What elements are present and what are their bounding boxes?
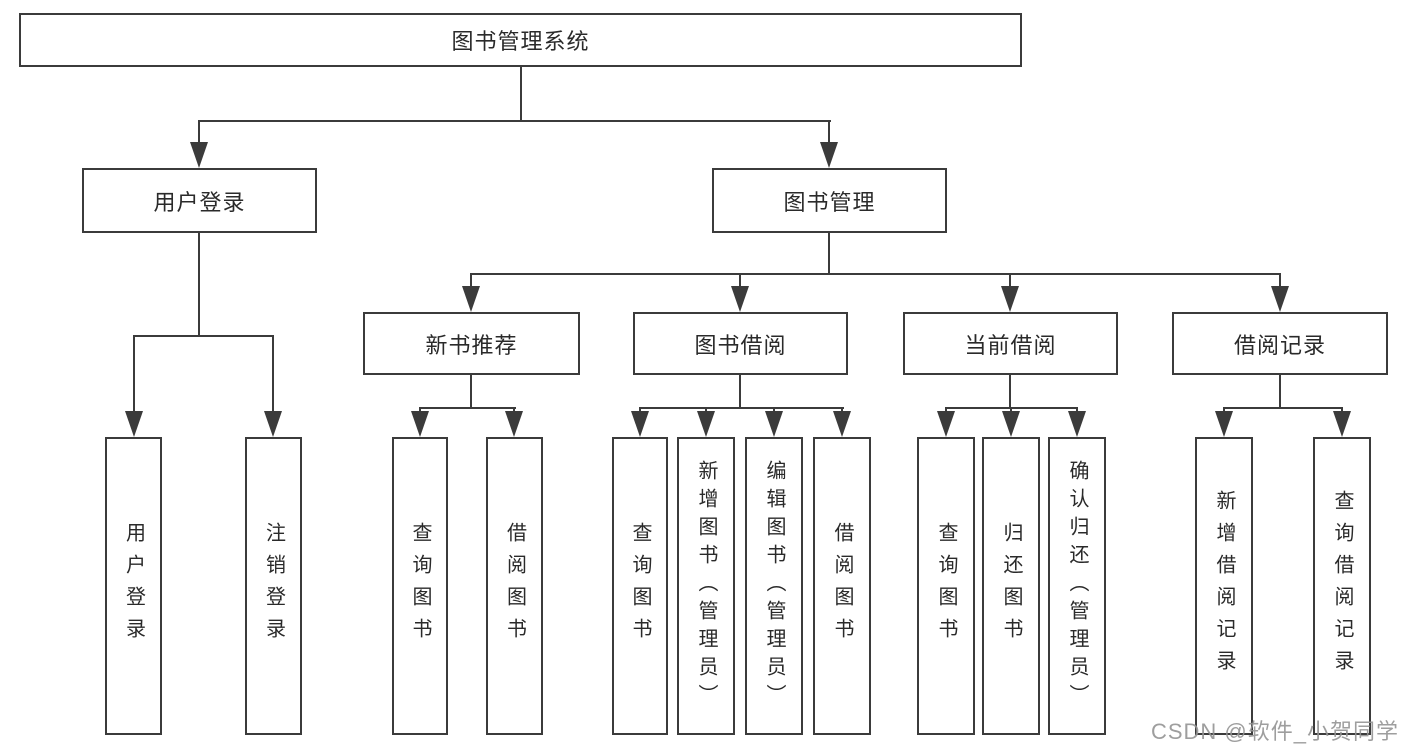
node-book-borrow: 图书借阅 [633,312,848,375]
arrowhead-to-borrow-books-2 [833,411,851,437]
connector-user-login-drop-right [272,335,274,413]
connector-drop-new-book [470,273,472,290]
arrowhead-to-logout-action [264,411,282,437]
node-user-login: 用户登录 [82,168,317,233]
arrowhead-to-edit-books [765,411,783,437]
connector-drop-book-borrow [739,273,741,290]
node-current-borrow: 当前借阅 [903,312,1118,375]
leaf-return-books: 归还图书 [982,437,1040,735]
arrowhead-to-add-borrow-record [1215,411,1233,437]
leaf-confirm-return-admin: 确认归还（管理员） [1048,437,1106,735]
arrowhead-to-confirm-return [1068,411,1086,437]
connector-root-drop-right [828,120,830,146]
arrowhead-to-query-books-3 [937,411,955,437]
arrowhead-to-book-borrow [731,286,749,312]
connector-user-login-drop-left [133,335,135,413]
leaf-query-books-current: 查询图书 [917,437,975,735]
arrowhead-to-new-book-recommend [462,286,480,312]
arrowhead-to-user-login [190,142,208,168]
arrowhead-to-return-books [1002,411,1020,437]
leaf-add-borrow-record: 新增借阅记录 [1195,437,1253,735]
arrowhead-to-query-borrow-record [1333,411,1351,437]
connector-root-drop-left [198,120,200,146]
connector-book-mgmt-crossbar [470,273,1281,275]
connector-drop-borrow-records [1279,273,1281,290]
arrowhead-to-login-action [125,411,143,437]
connector-new-book-crossbar [419,407,516,409]
arrowhead-to-borrow-books-1 [505,411,523,437]
connector-borrow-records-stem [1279,375,1281,409]
arrowhead-to-borrow-records [1271,286,1289,312]
arrowhead-to-query-books-2 [631,411,649,437]
leaf-borrow-books-recommend: 借阅图书 [486,437,543,735]
leaf-query-borrow-record: 查询借阅记录 [1313,437,1371,735]
leaf-borrow-books-action: 借阅图书 [813,437,871,735]
leaf-edit-books-admin: 编辑图书（管理员） [745,437,803,735]
connector-book-mgmt-stem [828,233,830,273]
arrowhead-to-book-management [820,142,838,168]
node-new-book-recommend: 新书推荐 [363,312,580,375]
leaf-add-books-admin: 新增图书（管理员） [677,437,735,735]
leaf-user-login-action: 用户登录 [105,437,162,735]
connector-drop-current-borrow [1009,273,1011,290]
connector-user-login-crossbar [133,335,274,337]
connector-user-login-stem [198,233,200,335]
node-borrow-records: 借阅记录 [1172,312,1388,375]
leaf-logout-action: 注销登录 [245,437,302,735]
connector-new-book-stem [470,375,472,409]
leaf-query-books-borrow: 查询图书 [612,437,668,735]
connector-book-borrow-stem [739,375,741,409]
connector-book-borrow-crossbar [639,407,844,409]
csdn-watermark: CSDN @软件_小贺同学 [1150,719,1399,744]
connector-root-stem [520,67,522,122]
connector-root-crossbar [198,120,831,122]
arrowhead-to-add-books [697,411,715,437]
arrowhead-to-current-borrow [1001,286,1019,312]
arrowhead-to-query-books-1 [411,411,429,437]
leaf-query-books-recommend: 查询图书 [392,437,448,735]
node-root-library-management-system: 图书管理系统 [19,13,1022,67]
node-book-management: 图书管理 [712,168,947,233]
connector-current-borrow-stem [1009,375,1011,409]
connector-borrow-records-crossbar [1223,407,1343,409]
